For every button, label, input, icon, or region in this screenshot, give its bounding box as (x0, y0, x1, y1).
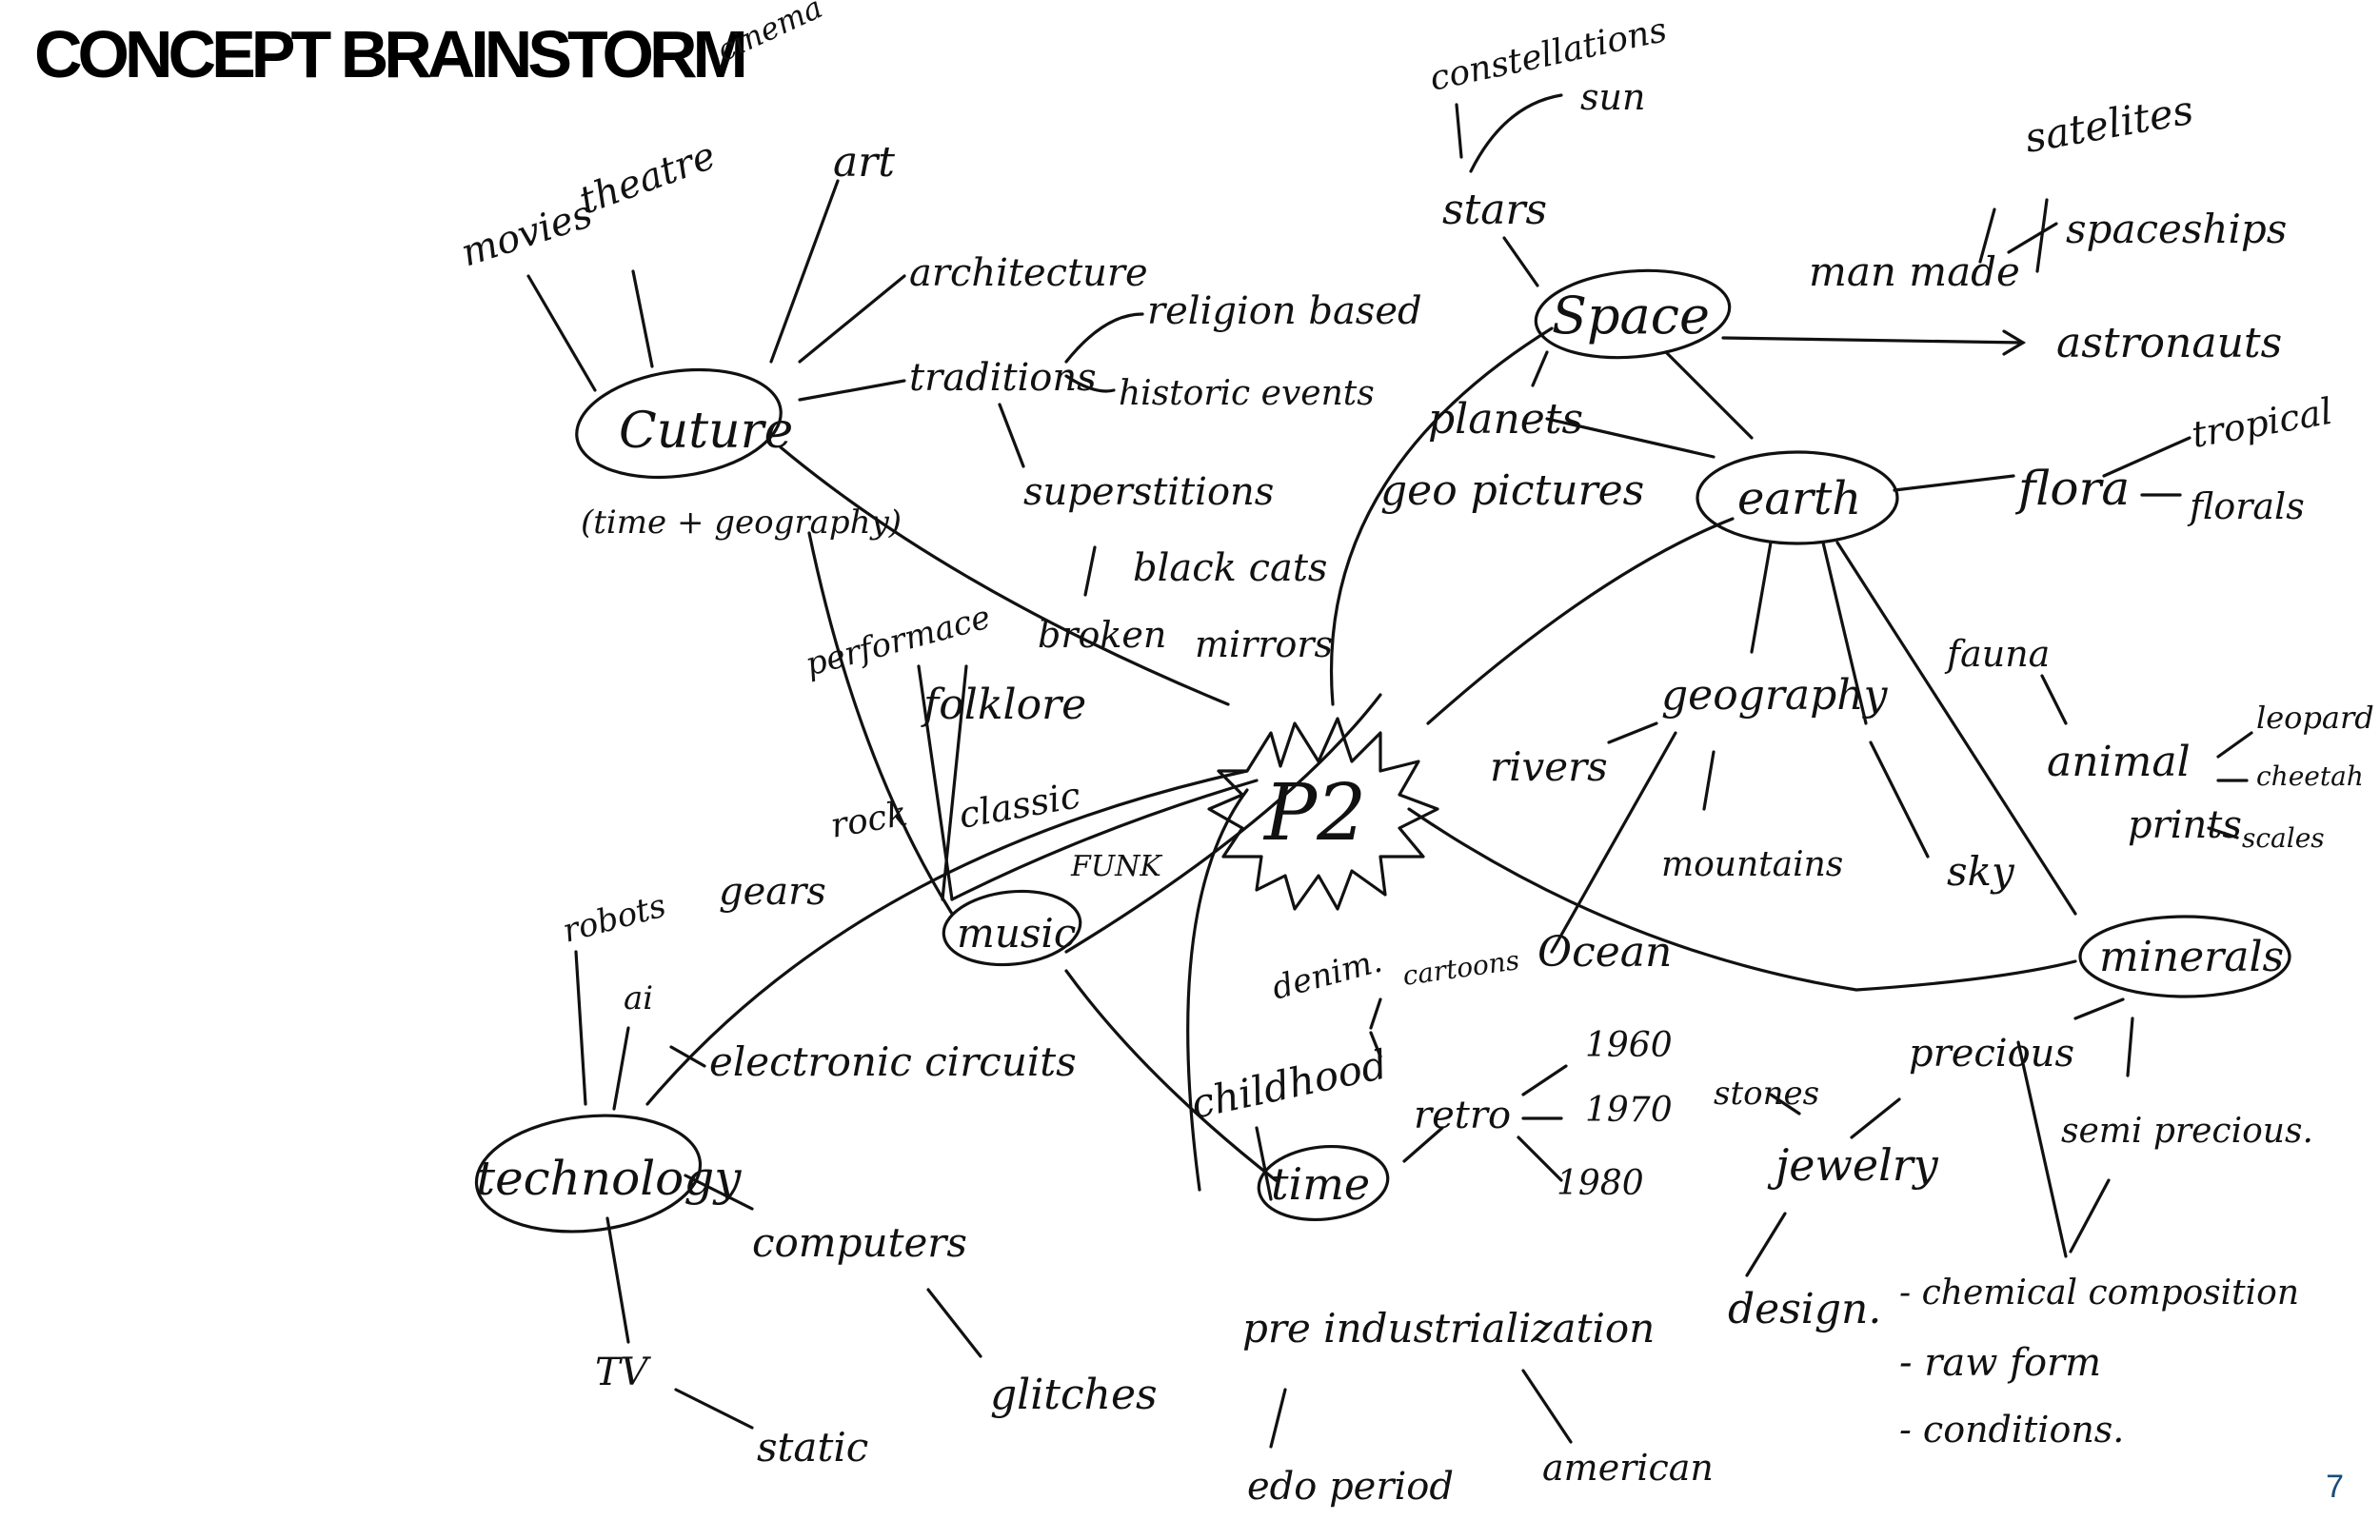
slide-title: CONCEPT BRAINSTORM (34, 17, 748, 91)
mountains-label: mountains (1661, 845, 1843, 884)
traditions-label: traditions (909, 356, 1097, 400)
satellites-label: satelites (2021, 87, 2196, 162)
technology-node-outline (474, 1114, 703, 1234)
gears-label: gears (719, 870, 826, 914)
sun-label: sun (1580, 76, 1645, 118)
denim-label: denim. (1268, 942, 1386, 1008)
robots-label: robots (559, 887, 670, 951)
childhood-label: childhood (1187, 1040, 1391, 1127)
precious-label: precious (1909, 1032, 2074, 1076)
cinema-label: cinema (711, 0, 827, 69)
flora-label: flora (2014, 461, 2130, 516)
tropical-label: tropical (2189, 390, 2335, 456)
broken-label: broken (1038, 614, 1166, 656)
stones-label: stones (1714, 1075, 1819, 1113)
animal-label: animal (2047, 738, 2191, 786)
space-node-outline (1534, 268, 1732, 360)
movies-label: movies (456, 192, 598, 276)
rock-label: rock (827, 794, 910, 845)
florals-label: florals (2187, 485, 2305, 527)
jewelry-label: jewelry (1767, 1139, 1939, 1191)
culture-node-outline (575, 367, 783, 480)
connector-lines (526, 93, 2253, 1449)
american-label: american (1542, 1447, 1714, 1489)
tv-label: TV (595, 1351, 652, 1394)
spaceships-label: spaceships (2066, 206, 2287, 252)
folklore-label: folklore (921, 681, 1086, 729)
planets-label: planets (1428, 395, 1583, 444)
black-cats-label: black cats (1133, 546, 1327, 590)
computers-label: computers (752, 1219, 967, 1266)
time-node: time (1271, 1158, 1370, 1210)
conditions-label: - conditions. (1899, 1409, 2124, 1451)
map-labels: P2 Cuture (time + geography) movies thea… (456, 0, 2374, 1509)
funk-label: FUNK (1070, 850, 1162, 883)
classic-label: classic (956, 774, 1083, 837)
page-number: 7 (2326, 1469, 2344, 1505)
circuits-label: electronic circuits (709, 1038, 1077, 1085)
scales-label: scales (2242, 822, 2325, 854)
cartoons-label: cartoons (1400, 944, 1521, 992)
chemical-label: - chemical composition (1899, 1273, 2299, 1313)
earth-node-outline (1696, 450, 1899, 545)
cheetah-label: cheetah (2256, 760, 2364, 792)
year-1980-label: 1980 (1557, 1164, 1644, 1203)
center-node-burst (1207, 717, 1439, 911)
mirrors-label: mirrors (1195, 623, 1333, 665)
religion-label: religion based (1147, 289, 1422, 333)
architecture-label: architecture (909, 251, 1148, 295)
rivers-label: rivers (1490, 743, 1608, 790)
ai-label: ai (624, 979, 653, 1017)
stars-label: stars (1442, 186, 1547, 234)
technology-node: technology (476, 1151, 742, 1206)
retro-label: retro (1414, 1094, 1511, 1137)
theatre-label: theatre (574, 133, 722, 223)
culture-node: Cuture (619, 403, 793, 460)
music-node: music (957, 910, 1076, 957)
center-node: P2 (1262, 768, 1366, 859)
time-node-outline (1257, 1144, 1390, 1222)
static-label: static (757, 1424, 868, 1471)
superstitions-label: superstitions (1023, 470, 1274, 514)
geography-label: geography (1661, 671, 1889, 720)
minerals-node: minerals (2099, 933, 2284, 981)
sky-label: sky (1947, 848, 2015, 895)
culture-sub-label: (time + geography) (581, 503, 902, 542)
space-node: Space (1552, 286, 1710, 346)
glitches-label: glitches (990, 1371, 1158, 1419)
year-1960-label: 1960 (1585, 1026, 1673, 1065)
astronauts-label: astronauts (2056, 319, 2282, 367)
prints-label: prints (2128, 803, 2242, 847)
geopictures-label: geo pictures (1380, 466, 1644, 515)
design-label: design. (1728, 1285, 1881, 1333)
art-label: art (833, 138, 895, 187)
preindustrial-label: pre industrialization (1242, 1305, 1655, 1352)
manmade-label: man made (1809, 248, 2020, 295)
fauna-label: fauna (1944, 633, 2050, 675)
edo-label: edo period (1247, 1465, 1454, 1509)
leopard-label: leopard (2256, 700, 2374, 736)
semiprecious-label: semi precious. (2061, 1112, 2313, 1151)
minerals-node-outline (2078, 915, 2291, 998)
ocean-label: Ocean (1537, 928, 1672, 977)
music-node-outline (942, 889, 1082, 967)
historic-label: historic events (1119, 374, 1375, 413)
raw-form-label: - raw form (1899, 1341, 2101, 1385)
earth-node: earth (1737, 472, 1861, 525)
year-1970-label: 1970 (1585, 1091, 1673, 1130)
